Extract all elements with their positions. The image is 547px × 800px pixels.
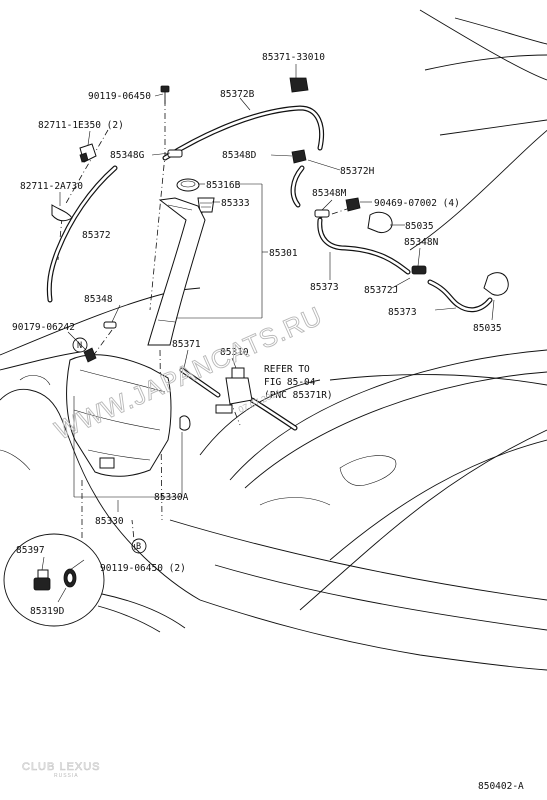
strainer-85333 <box>197 197 215 213</box>
label-85372h: 85372H <box>340 166 375 177</box>
bolt-90119-06450 <box>160 85 170 104</box>
figure-code: 850402-A <box>478 781 524 792</box>
joint-85348m <box>314 209 330 218</box>
pump-85310 <box>215 367 253 414</box>
label-85371: 85371 <box>172 339 201 350</box>
label-85371-33010: 85371-33010 <box>262 52 325 63</box>
nozzle-85035-lower <box>483 272 509 296</box>
label-85372b: 85372B <box>220 89 255 100</box>
joint-85348 <box>103 321 117 329</box>
label-85348n: 85348N <box>404 237 439 248</box>
label-85319d: 85319D <box>30 606 65 617</box>
label-85373-upper: 85373 <box>310 282 339 293</box>
inset-circle <box>3 533 186 633</box>
label-85333: 85333 <box>221 198 250 209</box>
label-85035-lower: 85035 <box>473 323 502 334</box>
label-85310: 85310 <box>220 347 249 358</box>
clamp-82711-2a730 <box>51 204 73 222</box>
refer-line-3: (PNC 85371R) <box>264 390 333 401</box>
bolt-90179-06242 <box>83 347 97 363</box>
label-85348g: 85348G <box>110 150 145 161</box>
tank-85330 <box>66 354 172 477</box>
refer-line-2: FIG 85-04 <box>264 377 316 388</box>
callout-lines <box>41 64 495 603</box>
washer-hoses <box>46 105 493 431</box>
joint-85348g <box>167 149 183 158</box>
label-85330a: 85330A <box>154 492 189 503</box>
label-82711-2a730: 82711-2A730 <box>20 181 83 192</box>
label-90119-06450: 90119-06450 <box>88 91 151 102</box>
clamp-82711-1e350 <box>79 143 97 163</box>
label-85301: 85301 <box>269 248 298 259</box>
clip-90469-07002 <box>345 197 361 212</box>
label-85316b: 85316B <box>206 180 241 191</box>
label-90179-06242: 90179-06242 <box>12 322 75 333</box>
label-85330: 85330 <box>95 516 124 527</box>
label-85348m: 85348M <box>312 188 347 199</box>
label-85372j: 85372J <box>364 285 398 296</box>
marker-b-circle <box>131 538 147 554</box>
clip-85371-33010 <box>289 77 309 93</box>
cap-85316b <box>176 178 200 192</box>
label-90469-07002: 90469-07002 (4) <box>374 198 460 209</box>
part-labels: 85371-33010 90119-06450 85372B 82711-1E3… <box>12 52 524 792</box>
nozzle-85035-upper <box>367 211 393 233</box>
label-85372: 85372 <box>82 230 111 241</box>
club-lexus-logo-sub: RUSSIA <box>54 773 79 779</box>
marker-n-circle <box>72 337 88 353</box>
joint-85348d <box>291 149 307 164</box>
car-body-outline <box>0 9 547 671</box>
marker-n-label: N <box>77 341 82 351</box>
label-85348: 85348 <box>84 294 113 305</box>
marker-b-label: B <box>136 542 141 552</box>
joint-85348n <box>411 265 427 275</box>
refer-line-1: REFER TO <box>264 364 310 375</box>
grommet-85330a <box>179 415 191 431</box>
label-85348d: 85348D <box>222 150 257 161</box>
label-85397: 85397 <box>16 545 45 556</box>
label-85035-upper: 85035 <box>405 221 434 232</box>
label-82711-1e350: 82711-1E350 (2) <box>38 120 124 131</box>
club-lexus-logo: CLUB LEXUS <box>22 761 100 773</box>
inlet-85301 <box>147 197 206 346</box>
label-90119-06450-2: 90119-06450 (2) <box>100 563 186 574</box>
label-85373-lower: 85373 <box>388 307 417 318</box>
sensor-85397 <box>33 569 51 591</box>
grommet-85319d <box>63 568 77 588</box>
